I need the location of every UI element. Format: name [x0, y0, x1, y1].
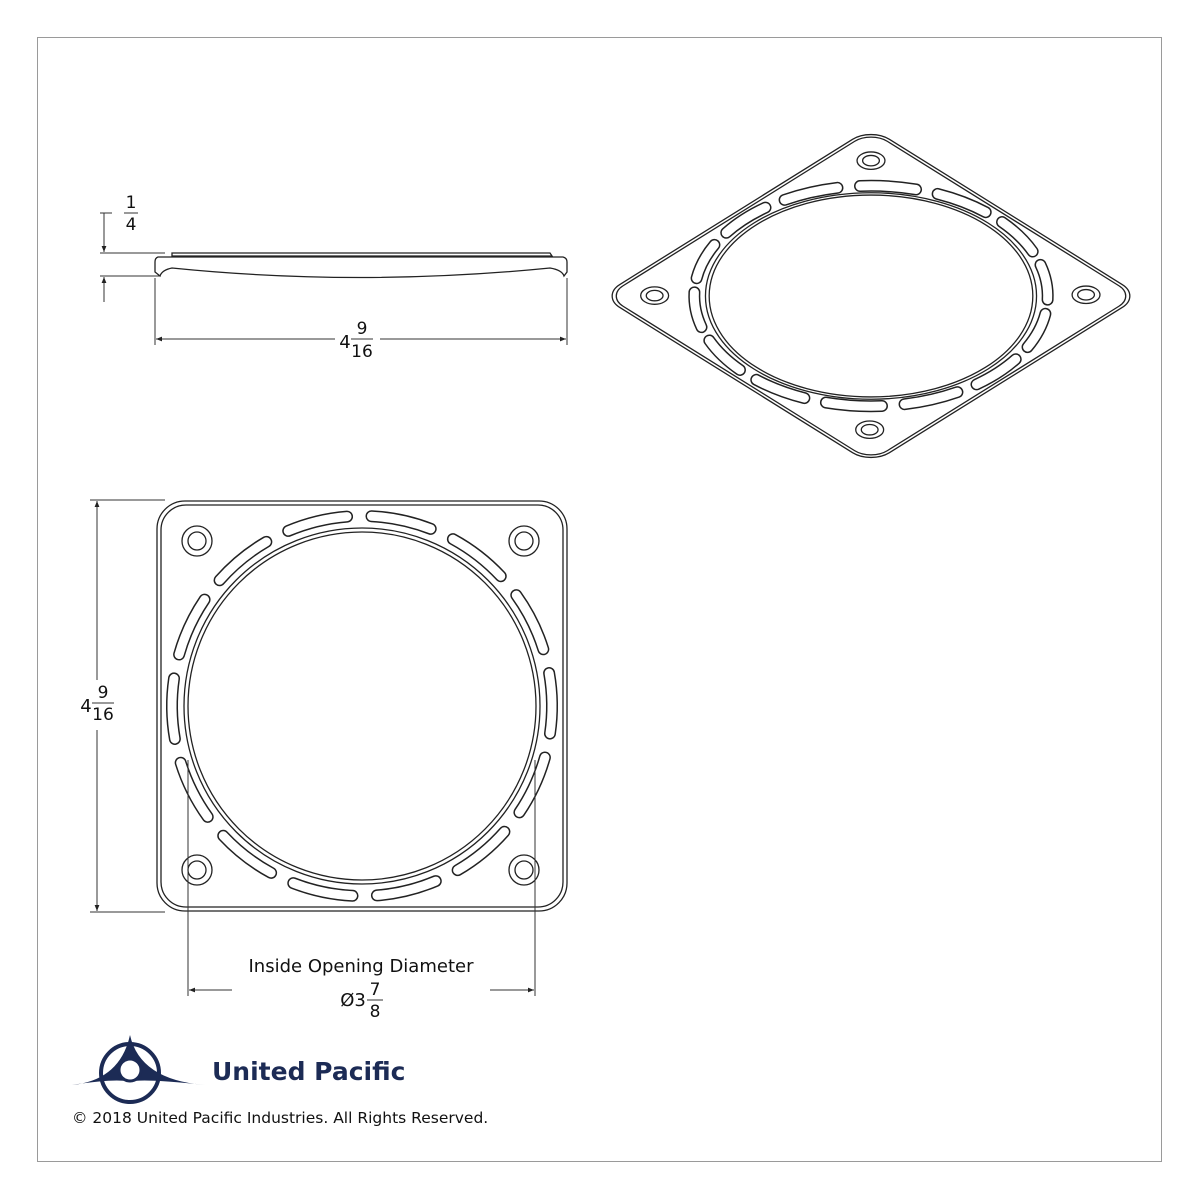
vent-slot-inner [724, 207, 766, 233]
vent-slot-inner [172, 678, 175, 739]
opening-diameter-whole: Ø3 [340, 990, 366, 1011]
mounting-hole [509, 526, 539, 556]
vent-slot-inner [701, 340, 748, 369]
united-pacific-logo [72, 1035, 205, 1104]
opening-numerator: 7 [370, 980, 381, 1000]
mounting-hole-inner [188, 532, 206, 550]
vent-slot-inner [516, 595, 543, 649]
vent-slot-inner [223, 836, 271, 873]
vent-slot-inner [938, 188, 986, 218]
vent-slot-inner [377, 881, 436, 895]
copyright-text: © 2018 United Pacific Industries. All Ri… [72, 1109, 489, 1127]
height-denominator: 16 [92, 705, 114, 725]
opening-label: Inside Opening Diameter [249, 956, 475, 977]
mounting-hole-inner [858, 422, 882, 437]
bezel-outline [157, 501, 567, 911]
vent-slot-inner [756, 374, 804, 404]
front-dimensions: 4 9 16 Inside Opening Diameter Ø3 7 8 [80, 499, 536, 1022]
vent-slot-inner [679, 245, 732, 278]
bezel-outline [601, 128, 1140, 464]
vent-slot-inner [826, 387, 882, 422]
vent-slot-inner [519, 757, 544, 812]
height-whole: 4 [80, 696, 91, 717]
mounting-hole [1066, 282, 1105, 307]
mounting-hole [509, 855, 539, 885]
vent-slot-inner [1010, 314, 1063, 347]
mounting-hole [850, 417, 889, 442]
opening-lip [184, 528, 540, 884]
vent-slot-inner [994, 222, 1041, 251]
vent-slot-inner [220, 542, 267, 580]
width-denominator: 16 [351, 342, 373, 362]
opening-lip [637, 150, 1105, 442]
vent-slot-inner [1016, 265, 1072, 300]
vent-slot-inner [179, 600, 204, 655]
inside-opening [188, 532, 536, 880]
thickness-numerator: 1 [126, 193, 137, 213]
vent-slot-inner [549, 673, 552, 734]
vent-slot-inner [905, 382, 958, 415]
vent-slot-inner [181, 763, 208, 817]
vent-slot-inner [976, 359, 1018, 385]
mounting-hole [182, 855, 212, 885]
front-view [157, 501, 567, 911]
opening-denominator: 8 [370, 1002, 381, 1022]
mounting-hole-inner [515, 532, 533, 550]
vent-slot-inner [453, 539, 501, 576]
mounting-hole-inner [859, 153, 883, 168]
bezel-edge [161, 505, 563, 907]
drawing-frame [37, 37, 1162, 1162]
mounting-hole [182, 526, 212, 556]
mounting-hole-inner [188, 861, 206, 879]
vent-slot-inner [371, 516, 430, 529]
width-whole: 4 [339, 332, 350, 353]
bezel-edge [607, 131, 1136, 461]
vent-slot-inner [670, 292, 726, 327]
inside-opening [642, 153, 1100, 438]
vent-slot-inner [293, 883, 352, 896]
height-numerator: 9 [98, 683, 109, 703]
isometric-view [601, 128, 1140, 464]
mounting-hole-inner [643, 288, 667, 303]
vent-slot-inner [288, 517, 347, 531]
thickness-denominator: 4 [126, 215, 137, 235]
vent-slot-inner [860, 170, 916, 205]
mounting-hole-inner [1074, 287, 1098, 302]
mounting-hole [635, 283, 674, 308]
mounting-hole-inner [515, 861, 533, 879]
vent-slot-inner [458, 832, 505, 870]
width-numerator: 9 [357, 319, 368, 339]
brand-name: United Pacific [212, 1057, 406, 1086]
side-view: 1 4 4 9 16 [100, 193, 567, 362]
mounting-hole [851, 148, 890, 173]
vent-slot-inner [785, 177, 838, 210]
